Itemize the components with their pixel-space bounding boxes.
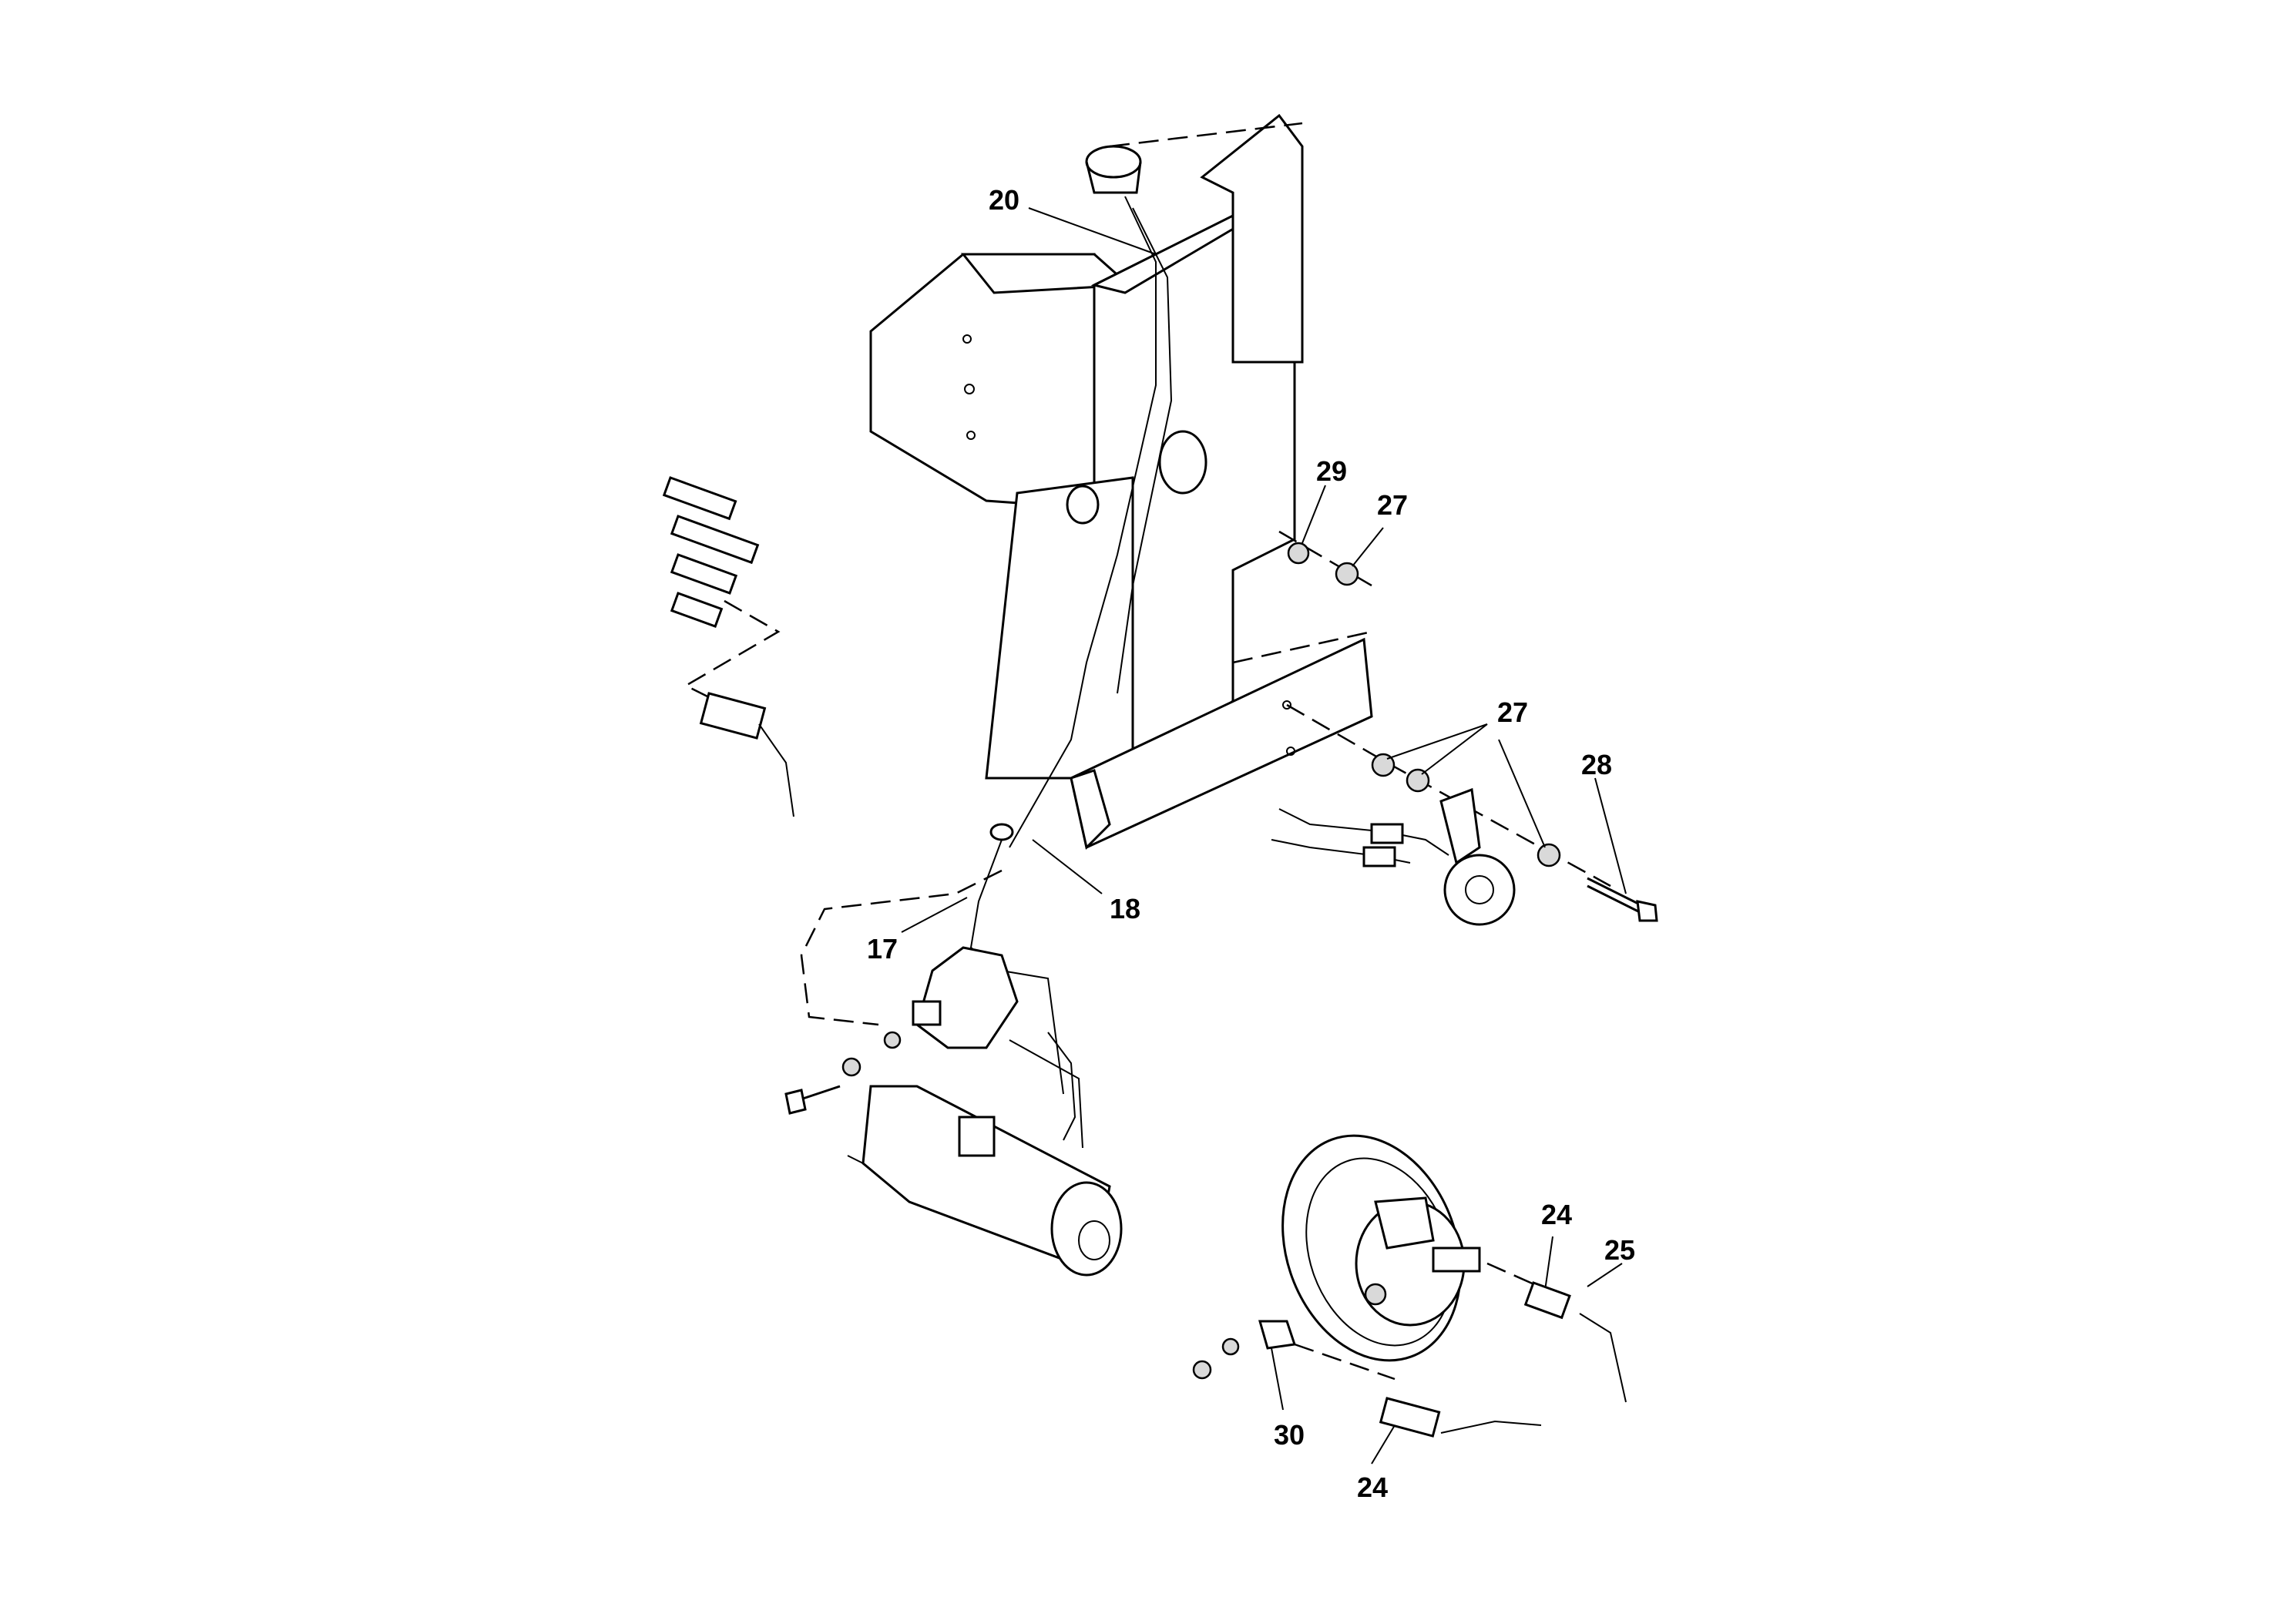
chassis-frame (869, 113, 1611, 887)
leader-lines (901, 207, 1627, 1465)
brake-assembly (1192, 1134, 1627, 1438)
wiring-harness (800, 808, 1449, 1095)
callout-27-lower: 27 (1496, 696, 1529, 728)
terminal-connectors (662, 476, 794, 817)
callout-20: 20 (988, 184, 1020, 216)
callout-18: 18 (1109, 893, 1141, 924)
callout-29: 29 (1315, 455, 1348, 487)
hardware-right (1287, 542, 1658, 926)
callout-24-lower: 24 (1356, 1471, 1389, 1503)
callout-27-upper: 27 (1376, 489, 1409, 521)
callout-28: 28 (1580, 749, 1613, 780)
starter-motor (784, 946, 1123, 1277)
callout-24-upper: 24 (1540, 1199, 1573, 1230)
callout-25: 25 (1604, 1234, 1636, 1266)
callout-17: 17 (866, 933, 898, 965)
callout-30: 30 (1273, 1419, 1305, 1451)
